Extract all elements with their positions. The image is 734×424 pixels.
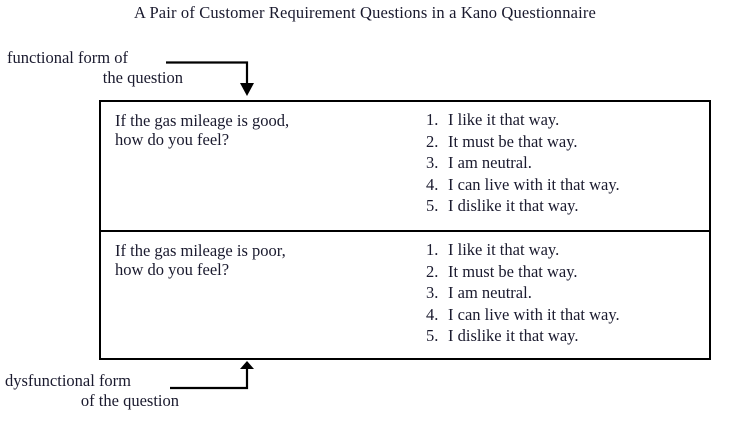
functional-form-label-line1: functional form of (7, 48, 128, 67)
answer-cell-dysfunctional: 1. I like it that way. 2. It must be that … (390, 230, 710, 359)
question-line-1: If the gas mileage is good, (115, 111, 290, 130)
list-item[interactable]: 2. It must be that way. (390, 131, 709, 153)
answer-text: I can live with it that way. (448, 174, 620, 194)
answer-number: 1. (426, 240, 439, 259)
answer-text: It must be that way. (448, 131, 578, 151)
list-item[interactable]: 1. I like it that way. (390, 239, 709, 261)
list-item[interactable]: 3. I am neutral. (390, 282, 709, 304)
answer-number: 5. (426, 196, 439, 215)
answer-text: It must be that way. (448, 261, 578, 281)
answer-text: I dislike it that way. (448, 326, 579, 345)
functional-form-label: functional form of the question (7, 48, 192, 88)
dysfunctional-form-label: dysfunctional form of the question (5, 371, 185, 411)
question-cell-functional: If the gas mileage is good, how do you f… (100, 101, 390, 231)
answer-number: 1. (426, 110, 439, 129)
kano-questionnaire-table: If the gas mileage is good, how do you f… (99, 100, 711, 360)
answer-text: I like it that way. (448, 110, 560, 129)
list-item[interactable]: 3. I am neutral. (390, 152, 709, 174)
table-row: If the gas mileage is poor, how do you f… (100, 230, 710, 359)
answer-list: 1. I like it that way. 2. It must be that … (390, 232, 709, 347)
list-item[interactable]: 2. It must be that way. (390, 261, 709, 283)
answer-cell-functional: 1. I like it that way. 2. It must be that … (390, 101, 710, 231)
answer-number: 4. (426, 304, 439, 324)
list-item[interactable]: 5. I dislike it that way. (390, 195, 709, 217)
question-line-1: If the gas mileage is poor, (115, 241, 286, 260)
question-text: If the gas mileage is good, how do you f… (101, 102, 375, 149)
figure-title: A Pair of Customer Requirement Questions… (134, 3, 596, 22)
answer-text: I am neutral. (448, 283, 532, 302)
list-item[interactable]: 1. I like it that way. (390, 109, 709, 131)
answer-number: 3. (426, 153, 439, 172)
answer-text: I dislike it that way. (448, 196, 579, 215)
question-cell-dysfunctional: If the gas mileage is poor, how do you f… (100, 230, 390, 359)
answer-text: I like it that way. (448, 240, 560, 259)
answer-list: 1. I like it that way. 2. It must be that … (390, 102, 709, 217)
dysfunctional-form-label-line2: of the question (80, 391, 179, 410)
answer-number: 2. (426, 131, 439, 151)
question-text: If the gas mileage is poor, how do you f… (101, 232, 375, 279)
functional-form-label-line2: the question (102, 68, 183, 87)
answer-text: I can live with it that way. (448, 304, 620, 324)
list-item[interactable]: 4. I can live with it that way. (390, 174, 709, 196)
answer-text: I am neutral. (448, 153, 532, 172)
list-item[interactable]: 4. I can live with it that way. (390, 304, 709, 326)
answer-number: 2. (426, 261, 439, 281)
table-row: If the gas mileage is good, how do you f… (100, 101, 710, 231)
question-line-2: how do you feel? (115, 260, 230, 279)
answer-number: 5. (426, 326, 439, 345)
answer-number: 3. (426, 283, 439, 302)
dysfunctional-form-label-line1: dysfunctional form (5, 371, 132, 390)
list-item[interactable]: 5. I dislike it that way. (390, 325, 709, 347)
answer-number: 4. (426, 174, 439, 194)
question-line-2: how do you feel? (115, 130, 230, 149)
